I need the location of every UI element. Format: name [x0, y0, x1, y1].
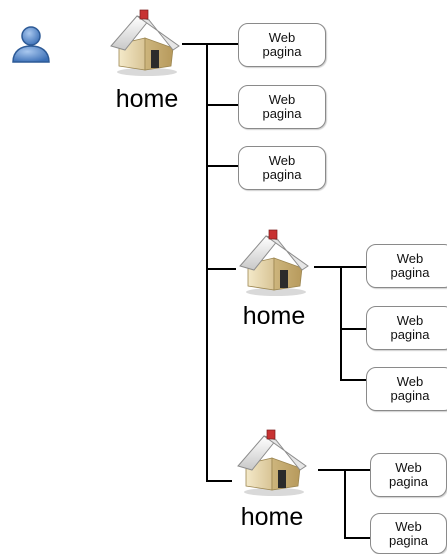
connector [206, 480, 232, 482]
page-label-line1: Web [268, 92, 296, 107]
house-icon-root [105, 8, 185, 78]
connector [344, 537, 370, 539]
home-label-bottom: home [240, 503, 304, 531]
user-icon [12, 26, 50, 63]
page-label-line2: pagina [388, 532, 429, 548]
connector [340, 379, 366, 381]
house-icon-bottom [232, 428, 312, 498]
page-label-line1: Web [268, 153, 296, 168]
web-page-node: Web pagina [366, 244, 447, 288]
connector [340, 328, 366, 330]
page-label-line2: pagina [388, 474, 429, 489]
web-page-node: Web pagina [370, 453, 447, 497]
page-label-line2: pagina [262, 44, 302, 59]
page-label-line1: Web [395, 460, 422, 475]
page-label-line1: Web [268, 30, 296, 45]
home-label-root: home [115, 85, 179, 113]
connector [182, 43, 238, 45]
home-label-mid: home [242, 302, 306, 330]
web-page-node: Web pagina [238, 146, 326, 190]
connector [206, 43, 208, 481]
web-page-node: Web pagina [366, 367, 447, 411]
connector [340, 266, 342, 380]
web-page-node: Web pagina [238, 23, 326, 67]
page-label-line2: pagina [262, 106, 302, 121]
page-label-line1: Web [396, 374, 424, 389]
connector [206, 165, 238, 167]
house-icon-mid [234, 228, 314, 298]
web-page-node: Web pagina [366, 306, 447, 350]
connector [206, 268, 236, 270]
page-label-line1: Web [396, 251, 424, 266]
page-label-line2: pagina [390, 388, 430, 403]
web-page-node: Web pagina [370, 513, 447, 554]
connector [206, 104, 238, 106]
page-label-line1: Web [395, 518, 422, 534]
web-page-node: Web pagina [238, 85, 326, 129]
connector [344, 469, 346, 538]
page-label-line1: Web [396, 313, 424, 328]
page-label-line2: pagina [390, 327, 430, 342]
page-label-line2: pagina [390, 265, 430, 280]
page-label-line2: pagina [262, 167, 302, 182]
